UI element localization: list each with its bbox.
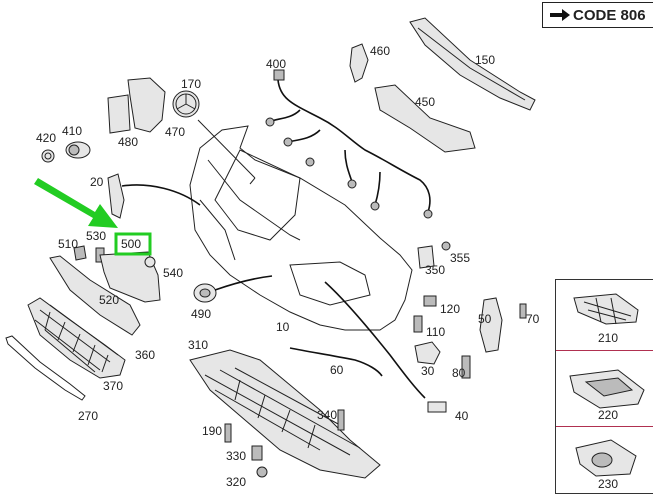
part-10-bumper-cover[interactable] — [189, 125, 413, 331]
label-150: 150 — [475, 53, 495, 67]
part-60-trim-strip[interactable] — [289, 347, 383, 377]
part-50-side-bracket[interactable] — [479, 297, 503, 353]
panel-divider — [556, 350, 653, 351]
part-110-screw[interactable] — [413, 315, 423, 333]
part-490-sensor[interactable] — [193, 283, 217, 303]
part-340-bolt[interactable] — [337, 409, 345, 431]
part-210-grille-insert[interactable] — [573, 293, 639, 325]
label-40: 40 — [455, 409, 469, 423]
part-220-grille-frame[interactable] — [569, 369, 645, 409]
grille-options-canvas: 210 220 230 — [569, 293, 645, 491]
label-460: 460 — [370, 44, 390, 58]
part-40-clip[interactable] — [427, 401, 447, 413]
part-330-clip[interactable] — [251, 445, 263, 461]
leader-lines — [197, 119, 256, 185]
part-190-screw[interactable] — [224, 423, 232, 443]
highlight-box-500 — [114, 232, 152, 256]
label-500: 500 — [121, 237, 141, 251]
part-540-grommet[interactable] — [144, 256, 156, 268]
label-320: 320 — [226, 475, 246, 489]
grille-options-panel: 210 220 230 — [555, 279, 653, 494]
label-210: 210 — [598, 331, 618, 345]
label-30: 30 — [421, 364, 435, 378]
part-355-screw[interactable] — [441, 241, 451, 251]
label-220: 220 — [598, 408, 618, 422]
part-150-grille-strip[interactable] — [409, 17, 536, 111]
part-320-nut[interactable] — [256, 466, 268, 478]
label-190: 190 — [202, 424, 222, 438]
label-410: 410 — [62, 124, 82, 138]
label-490: 490 — [191, 307, 211, 321]
label-470: 470 — [165, 125, 185, 139]
label-370: 370 — [103, 379, 123, 393]
part-20-side-bracket[interactable] — [107, 173, 125, 219]
label-540: 540 — [163, 266, 183, 280]
label-60: 60 — [330, 363, 344, 377]
part-450-air-duct[interactable] — [374, 84, 476, 153]
code-806-label: CODE 806 — [573, 7, 646, 24]
label-340: 340 — [317, 408, 337, 422]
part-460-bracket[interactable] — [349, 43, 369, 83]
label-510: 510 — [58, 237, 78, 251]
part-510-clip[interactable] — [73, 245, 87, 261]
label-350: 350 — [425, 263, 445, 277]
part-520-lower-bracket[interactable] — [49, 255, 141, 336]
part-270-trim-strip[interactable] — [5, 335, 86, 401]
part-70-bolt[interactable] — [519, 303, 527, 319]
label-80: 80 — [452, 366, 466, 380]
label-450: 450 — [415, 95, 435, 109]
part-480-sensor-bracket[interactable] — [107, 94, 131, 134]
part-470-radar-mount[interactable] — [127, 77, 166, 133]
label-20: 20 — [90, 175, 104, 189]
label-360: 360 — [135, 348, 155, 362]
part-500-license-plate-bracket[interactable] — [99, 251, 161, 303]
part-170-emblem[interactable] — [172, 90, 200, 118]
panel-divider — [556, 426, 653, 427]
code-806-box: CODE 806 — [542, 2, 653, 28]
part-360-lower-grille[interactable] — [27, 297, 126, 379]
label-480: 480 — [118, 135, 138, 149]
label-270: 270 — [78, 409, 98, 423]
label-10: 10 — [276, 320, 290, 334]
label-355: 355 — [450, 251, 470, 265]
label-170: 170 — [181, 77, 201, 91]
part-350-bracket[interactable] — [417, 245, 435, 269]
label-330: 330 — [226, 449, 246, 463]
harness-connectors — [265, 69, 433, 219]
part-30-cover-cap[interactable] — [414, 341, 441, 365]
label-400: 400 — [266, 57, 286, 71]
label-120: 120 — [440, 302, 460, 316]
label-420: 420 — [36, 131, 56, 145]
part-410-sensor[interactable] — [65, 141, 91, 159]
label-110: 110 — [426, 325, 445, 339]
label-50: 50 — [478, 312, 492, 326]
part-400-wiring-harness[interactable] — [277, 79, 431, 213]
part-310-underbody-shield[interactable] — [189, 349, 381, 479]
callout-labels: 150 170 400 410 420 450 460 470 480 20 5… — [36, 44, 540, 489]
part-230-fog-bezel[interactable] — [575, 439, 637, 477]
arrow-right-icon — [550, 9, 570, 21]
label-520: 520 — [99, 293, 119, 307]
label-70: 70 — [526, 312, 540, 326]
highlight-arrow — [34, 178, 118, 228]
label-310: 310 — [188, 338, 208, 352]
label-530: 530 — [86, 229, 106, 243]
label-230: 230 — [598, 477, 618, 491]
part-120-fastener[interactable] — [423, 295, 437, 307]
part-80-screw[interactable] — [461, 355, 471, 379]
part-420-sensor-ring[interactable] — [41, 149, 55, 163]
